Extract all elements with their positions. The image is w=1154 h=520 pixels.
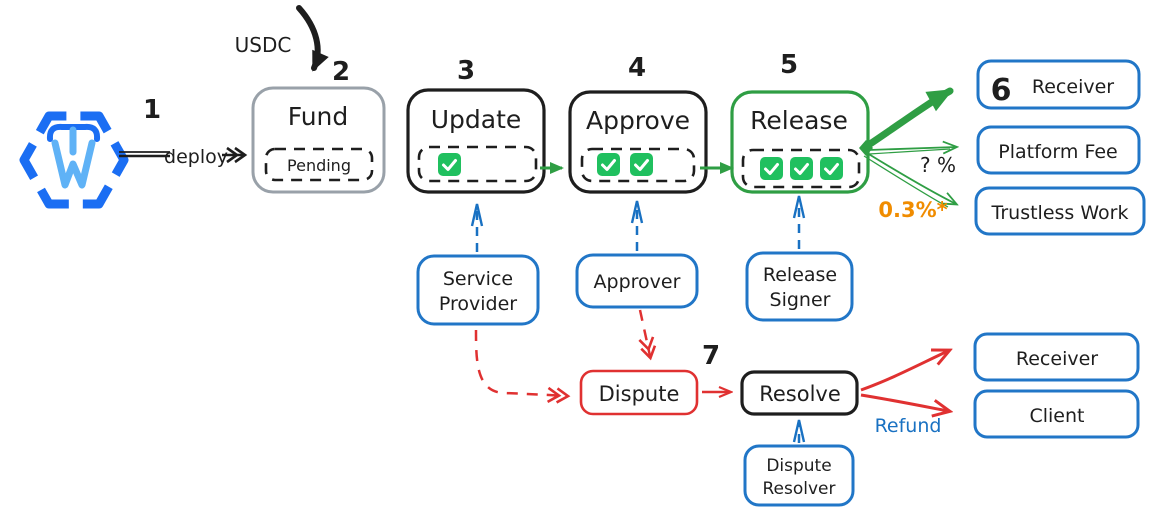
resolution-receiver-node: Receiver <box>973 332 1140 382</box>
trustless-work-label: Trustless Work <box>991 202 1129 224</box>
resolution-receiver-label: Receiver <box>1016 348 1098 370</box>
fund-status: Pending <box>287 156 351 175</box>
release-to-platform-fee-arrow-2 <box>868 148 951 155</box>
step-7-number: 7 <box>702 341 720 371</box>
update-title: Update <box>431 105 522 134</box>
resolve-box <box>740 370 859 416</box>
resolve-to-client-arrow <box>860 393 948 411</box>
release-to-receiver-arrow <box>863 87 954 150</box>
release-signer-node: Release Signer <box>745 251 854 322</box>
approver-to-dispute-arrow <box>638 309 657 361</box>
resolve-to-receiver-arrow <box>860 351 948 392</box>
dispute-title: Dispute <box>599 382 680 406</box>
service-provider-to-dispute-arrow <box>474 329 571 404</box>
resolve-node: Resolve <box>740 370 859 416</box>
fund-status-slot <box>264 147 374 182</box>
dispute-resolver-line2: Resolver <box>763 479 836 499</box>
usdc-label: USDC <box>235 33 292 57</box>
fund-node: Fund Pending <box>251 86 386 194</box>
trustless-work-box <box>974 186 1146 236</box>
platform-fee-label: Platform Fee <box>998 141 1117 163</box>
release-signer-line2: Signer <box>770 289 831 311</box>
step-4-number: 4 <box>628 53 646 83</box>
receiver-box <box>976 59 1141 110</box>
service-provider-line2: Provider <box>439 293 517 315</box>
client-node: Client <box>973 389 1140 439</box>
step-1-number: 1 <box>143 95 161 125</box>
check-icon <box>597 153 620 176</box>
trustless-work-node: Trustless Work <box>974 186 1146 236</box>
approve-node: Approve <box>568 90 708 194</box>
service-provider-box <box>416 254 540 326</box>
deploy-label: deploy <box>164 146 228 168</box>
approver-box <box>575 253 699 309</box>
fund-title: Fund <box>288 102 349 131</box>
update-milestone-slot <box>417 145 538 183</box>
logo-hexagon <box>19 111 129 209</box>
check-icon <box>630 153 653 176</box>
trustless-work-rate: 0.3%* <box>878 198 947 222</box>
receiver-node: 6 Receiver <box>976 59 1141 110</box>
dispute-resolver-box <box>743 444 855 507</box>
release-to-trustless-work-arrow-2 <box>863 155 949 208</box>
release-output-junction <box>859 140 873 156</box>
trustless-work-logo <box>19 111 129 209</box>
release-signer-line1: Release <box>763 264 837 286</box>
platform-fee-box <box>976 125 1141 175</box>
resolve-title: Resolve <box>759 382 841 406</box>
dispute-node: Dispute <box>579 369 699 416</box>
platform-fee-node: Platform Fee <box>976 125 1141 175</box>
client-label: Client <box>1029 405 1084 427</box>
dispute-resolver-line1: Dispute <box>766 456 831 476</box>
logo-monogram-w <box>51 139 96 189</box>
service-provider-line1: Service <box>443 268 513 290</box>
step-6-number: 6 <box>991 73 1012 108</box>
update-node: Update <box>406 88 546 194</box>
refund-label: Refund <box>875 415 942 437</box>
dispute-resolver-node: Dispute Resolver <box>743 444 855 507</box>
receiver-label: Receiver <box>1032 76 1114 98</box>
approver-label: Approver <box>594 271 681 293</box>
check-icon <box>760 157 783 180</box>
release-to-platform-fee-arrow <box>868 147 956 150</box>
fund-box <box>251 86 386 194</box>
step-2-number: 2 <box>332 57 350 87</box>
release-node: Release <box>730 90 870 194</box>
resolution-receiver-box <box>973 332 1140 382</box>
client-box <box>973 389 1140 439</box>
release-milestone-slot <box>741 148 861 189</box>
check-icon <box>820 157 843 180</box>
approver-node: Approver <box>575 253 699 309</box>
dispute-box <box>579 369 699 416</box>
service-provider-node: Service Provider <box>416 254 540 326</box>
check-icon <box>790 157 813 180</box>
approve-milestone-slot <box>580 147 696 183</box>
step-3-number: 3 <box>457 56 475 86</box>
platform-fee-rate: ? % <box>920 153 956 177</box>
release-to-trustless-work-arrow <box>866 152 956 204</box>
step-5-number: 5 <box>780 50 798 80</box>
release-signer-box <box>745 251 854 322</box>
check-icon <box>438 153 461 176</box>
usdc-arrow <box>296 5 329 72</box>
approve-title: Approve <box>586 106 690 135</box>
release-title: Release <box>750 106 848 135</box>
